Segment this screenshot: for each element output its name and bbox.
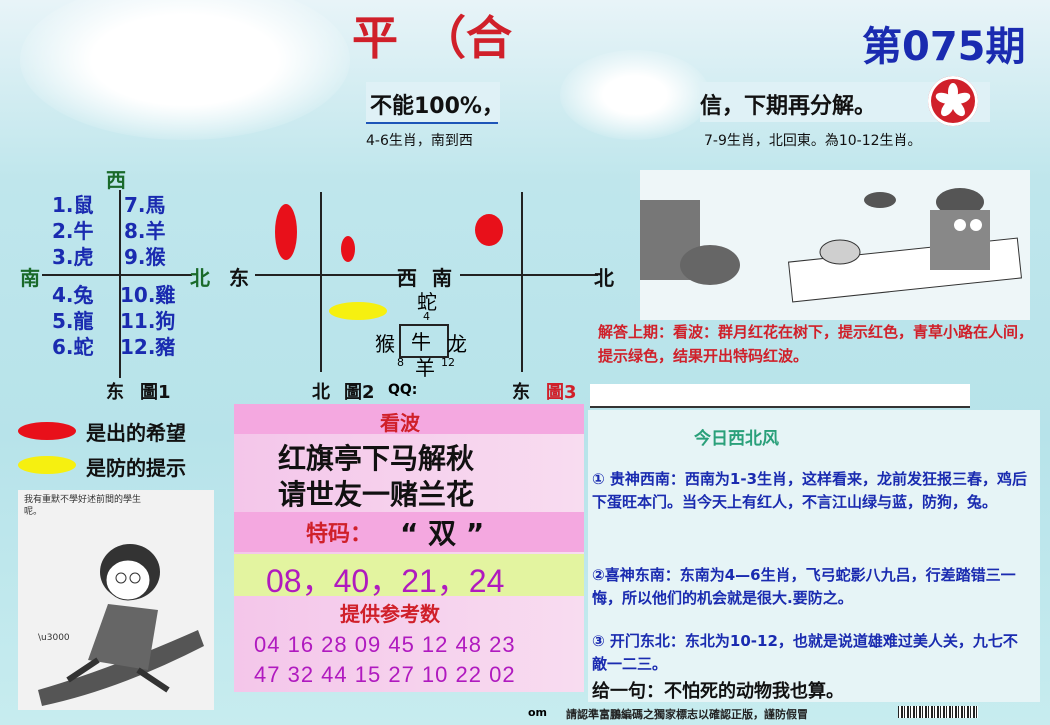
fig1: 西 南 北 1.鼠 2.牛 3.虎 7.馬 8.羊 9.猴 4.兔 5.龍 6.… [20, 162, 220, 402]
fig3-caption: 圖3 [546, 382, 577, 403]
fig3-south: 南 [432, 266, 452, 290]
legend-red-swatch [18, 422, 76, 440]
sub-text-right: 7-9生肖，北回東。為10-12生肖。 [704, 133, 922, 149]
right-panel-heading: 今日西北风 [694, 429, 779, 449]
fig2-num8: 8 [397, 356, 404, 369]
fig1-zodiac-list: 4.兔 5.龍 6.蛇 [52, 282, 94, 360]
fig2-center: 牛 [411, 330, 431, 354]
fig2-left-animal: 猴 [375, 332, 395, 356]
cartoon-caption: 我有重默不學好述前間的學生呢。 [24, 495, 142, 517]
right-panel-p3: ③ 开门东北：东北为10-12，也就是说道雄难过美人关，九七不敵一二三。 [592, 632, 1018, 673]
right-panel-p2: ②喜神东南：东南为4—6生肖，飞弓蛇影八九吕，行差踏错三一悔，所以他们的机会就是… [592, 566, 1016, 607]
sub-text-left: 4-6生肖，南到西 [366, 133, 473, 149]
special-code-bg [234, 512, 584, 552]
cartoon-cooking-image [640, 170, 1030, 320]
fig2: 东 西 蛇 4 猴 牛 龙 8 羊 12 [225, 170, 605, 400]
answer-section: 解答上期：看波：群月红花在树下，提示红色，青草小路在人间，提示绿色，结果开出特码… [598, 320, 1042, 368]
fig3-east: 东 [512, 382, 530, 403]
fig3-vline [521, 192, 523, 372]
ref-title: 提供参考数 [340, 602, 440, 626]
fig2-bottom-animal: 羊 [415, 356, 435, 380]
answer-label: 解答上期： [598, 323, 674, 341]
fig3-hline [460, 274, 598, 276]
fig2-top-animal: 蛇 [417, 290, 437, 314]
glow-decoration [560, 50, 710, 140]
fig2-hline [255, 274, 405, 276]
fig1-caption: 圖1 [140, 382, 171, 403]
banner-right-text: 信，下期再分解。 [700, 94, 877, 119]
ref-row-1: 04 16 28 09 45 12 48 23 [254, 632, 516, 657]
fig2-right-animal: 龙 [447, 332, 467, 356]
fig1-zodiac-list: 10.雞 11.狗 12.豬 [120, 282, 175, 360]
zodiac-item: 11.狗 [120, 309, 176, 333]
fig2-north: 北 [312, 382, 330, 403]
special-code-label: 特码： [306, 522, 373, 547]
right-panel-closing: 给一句：不怕死的动物我也算。 [592, 681, 844, 702]
legend-yellow-label: 是防的提示 [86, 456, 186, 480]
fig2-west: 西 [397, 266, 417, 290]
zodiac-item: 9.猴 [124, 245, 166, 269]
zodiac-item: 1.鼠 [52, 193, 94, 217]
title-fragment: （合 [420, 11, 512, 65]
barcode [898, 706, 978, 718]
poem-title-bg [234, 404, 584, 434]
fig3-north: 北 [594, 266, 614, 290]
zodiac-item: 7.馬 [124, 193, 166, 217]
title-fragment: 平 [352, 11, 398, 65]
numbers: 08，40，21，24 [266, 563, 505, 599]
cartoon-image: 我有重默不學好述前間的學生呢。 \u3000 [18, 490, 214, 710]
fig2-center-box [399, 324, 449, 358]
right-panel-p1: ① 贵神西南：西南为1-3生肖，这样看来，龙前发狂报三春，鸡后下蛋旺本门。当今天… [592, 470, 1028, 511]
legend-yellow-swatch [18, 456, 76, 474]
zodiac-item: 2.牛 [52, 219, 94, 243]
fig2-top-num: 4 [423, 310, 430, 323]
hint-red-shape [275, 204, 297, 260]
hint-red-shape [475, 214, 503, 246]
fig1-zodiac-list: 1.鼠 2.牛 3.虎 [52, 192, 94, 270]
ref-row-2: 47 32 44 15 27 10 22 02 [254, 662, 516, 687]
hk-flag-icon [928, 76, 978, 126]
poem-line-2: 请世友一赌兰花 [278, 478, 475, 511]
fig1-north: 北 [190, 266, 210, 290]
censor-bar [590, 384, 970, 408]
fig2-vline [320, 192, 322, 372]
fig1-vline [119, 190, 121, 378]
poem-line-1: 红旗亭下马解秋 [278, 442, 475, 475]
zodiac-item: 10.雞 [120, 283, 176, 307]
glow-decoration [20, 0, 350, 140]
answer-text: 看波：群月红花在树下，提示红色，青草小路在人间，提示绿色，结果开出特码红波。 [598, 323, 1034, 365]
footer-left: om [528, 706, 548, 719]
fig1-west: 西 [106, 168, 126, 192]
special-code-value: “ 双 ” [400, 517, 485, 550]
zodiac-item: 3.虎 [52, 245, 94, 269]
zodiac-item: 12.豬 [120, 335, 176, 359]
right-panel-bg [588, 410, 1040, 702]
fig1-south: 南 [20, 266, 40, 290]
poem-title: 看波 [380, 411, 420, 435]
hint-red-shape [341, 236, 355, 262]
fig1-hline [42, 274, 192, 276]
zodiac-item: 6.蛇 [52, 335, 94, 359]
fig2-num12: 12 [441, 356, 455, 369]
fig2-east: 东 [229, 266, 249, 290]
fig1-east: 东 [106, 382, 124, 403]
zodiac-item: 5.龍 [52, 309, 94, 333]
footer-text: 請認準富鵬編碼之獨家標志以確認正版，謹防假冒 [566, 708, 808, 721]
banner-left-text: 不能100%， [370, 94, 504, 119]
issue-number: 第075期 [862, 24, 1026, 70]
banner-left [366, 82, 500, 122]
hint-yellow-shape [329, 302, 387, 320]
fig1-zodiac-list: 7.馬 8.羊 9.猴 [124, 192, 166, 270]
zodiac-item: 4.兔 [52, 283, 94, 307]
fig2-qq: QQ: [388, 382, 418, 398]
zodiac-item: 8.羊 [124, 219, 166, 243]
numbers-bg [234, 554, 584, 596]
fig2-caption: 圖2 [344, 382, 375, 403]
svg-text:\u3000: \u3000 [38, 633, 70, 643]
legend-red-label: 是出的希望 [86, 421, 186, 445]
